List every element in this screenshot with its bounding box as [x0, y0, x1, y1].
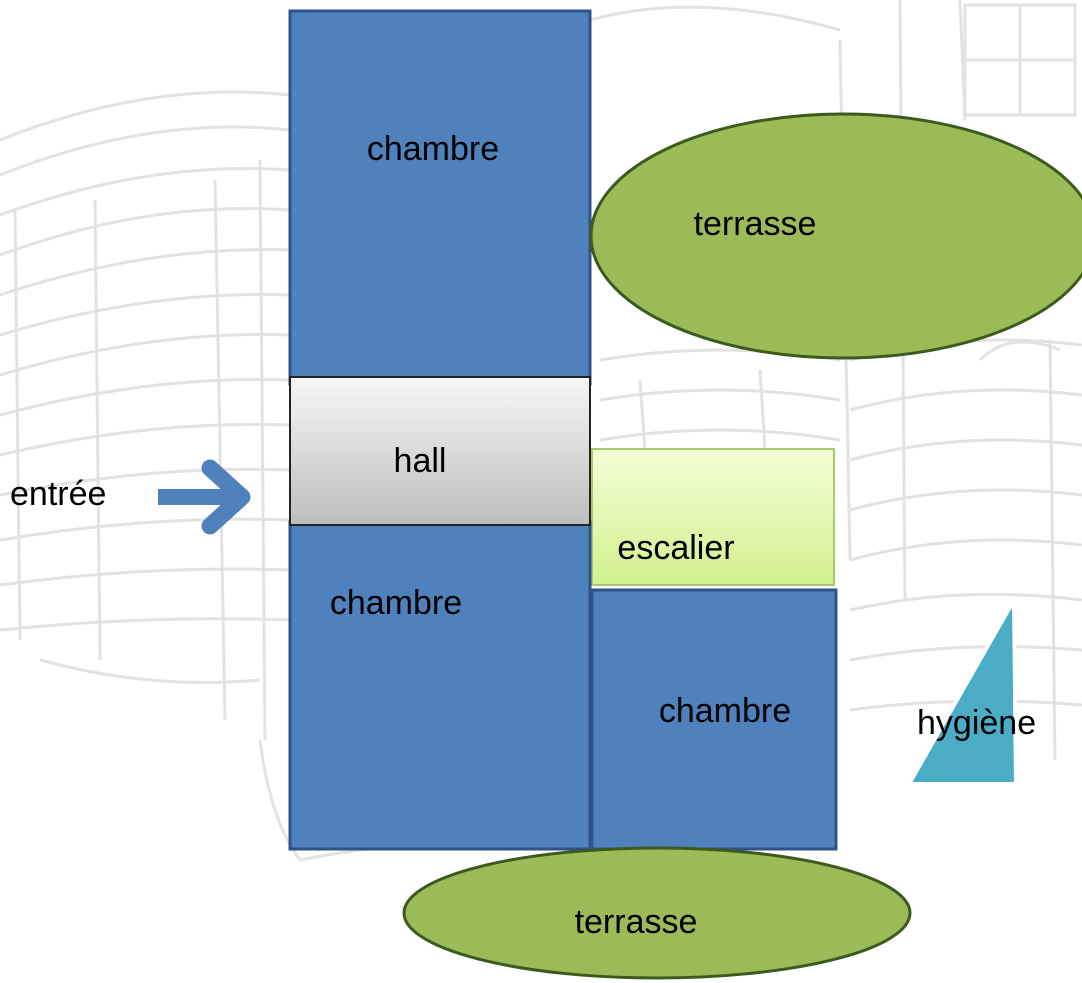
room-escalier	[591, 448, 835, 586]
room-chambre-top	[288, 9, 592, 386]
label-hygiene: hygiène	[917, 704, 1036, 742]
room-chambre-right	[590, 588, 838, 851]
room-chambre-left	[288, 520, 592, 851]
label-hall: hall	[394, 442, 447, 480]
label-terrasse-bottom: terrasse	[575, 903, 698, 941]
label-chambre-top: chambre	[367, 130, 499, 168]
label-terrasse-top: terrasse	[694, 205, 817, 243]
terrace-bottom	[402, 846, 912, 980]
label-escalier: escalier	[617, 529, 734, 567]
room-hall	[289, 376, 591, 526]
label-chambre-left: chambre	[330, 584, 462, 622]
hygiene-triangle	[907, 598, 1018, 786]
terrace-top	[589, 112, 1082, 360]
arrow-right-icon	[158, 459, 251, 535]
label-chambre-right: chambre	[659, 692, 791, 730]
label-entree: entrée	[10, 475, 106, 513]
